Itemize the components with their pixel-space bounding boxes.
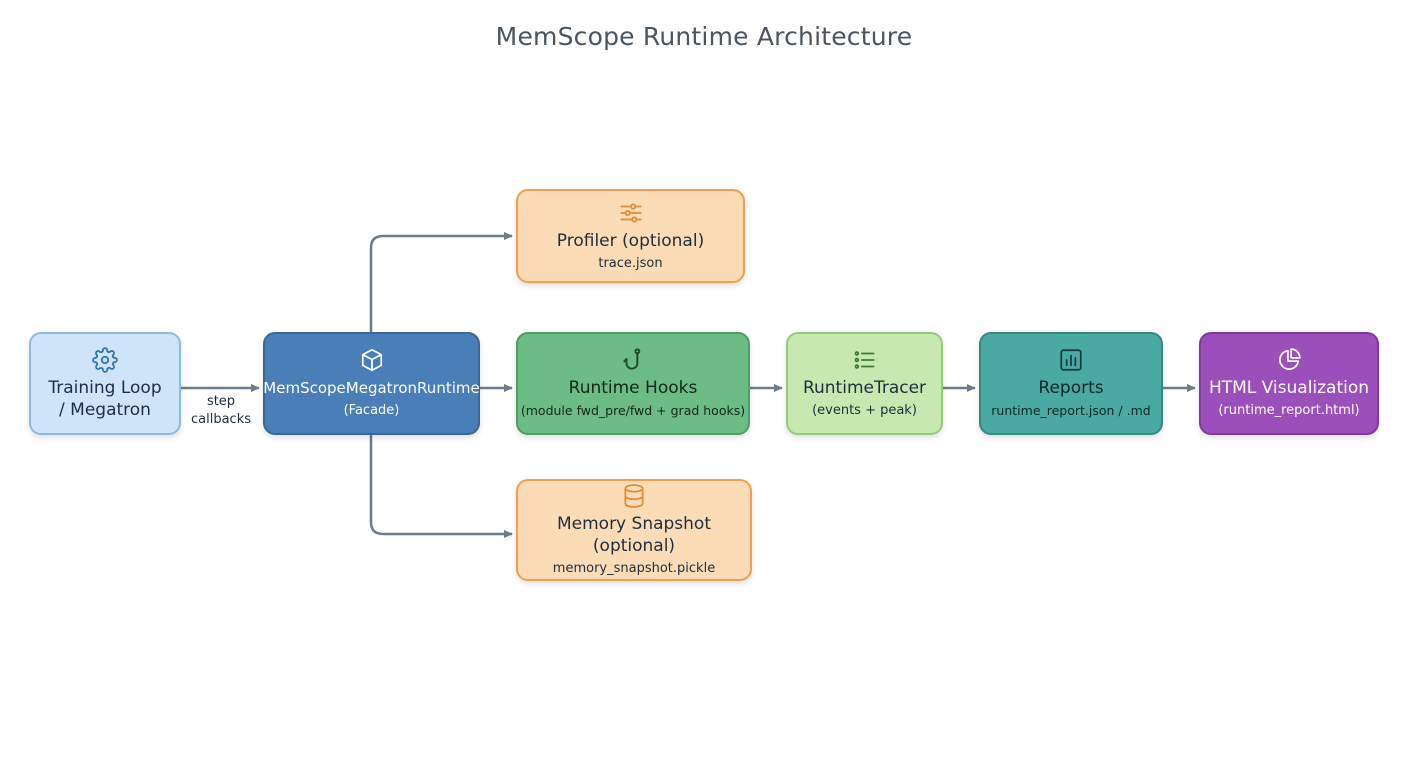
node-html-sub: (runtime_report.html) — [1218, 403, 1360, 418]
sliders-icon — [619, 202, 642, 223]
node-html-visualization: HTML Visualization (runtime_report.html) — [1199, 332, 1379, 435]
node-reports-sub: runtime_report.json / .md — [991, 403, 1151, 418]
hook-icon — [623, 348, 641, 370]
node-html-label: HTML Visualization — [1208, 378, 1370, 398]
node-tracer-label: RuntimeTracer — [802, 378, 927, 398]
node-facade: MemScopeMegatronRuntime (Facade) — [263, 332, 480, 435]
edge-label-line2: callbacks — [190, 412, 251, 427]
edge-label-step-callbacks: step callbacks — [185, 393, 257, 429]
node-facade-sub: (Facade) — [343, 403, 400, 418]
node-tracer-sub: (events + peak) — [812, 403, 917, 418]
node-profiler-label: Profiler (optional) — [556, 230, 705, 251]
node-snapshot-label: Memory Snapshot (optional) — [556, 513, 711, 556]
node-hooks-sub: (module fwd_pre/fwd + grad hooks) — [520, 403, 746, 418]
node-reports: Reports runtime_report.json / .md — [979, 332, 1163, 435]
pie-chart-icon — [1279, 348, 1301, 370]
arrow-facade-to-profiler — [369, 232, 513, 332]
node-profiler: Profiler (optional) trace.json — [516, 189, 745, 283]
node-snapshot-sub: memory_snapshot.pickle — [552, 560, 716, 576]
node-training-label: Training Loop / Megatron — [48, 377, 162, 420]
list-icon — [854, 351, 875, 369]
diagram-title: MemScope Runtime Architecture — [495, 22, 913, 51]
node-profiler-sub: trace.json — [598, 255, 663, 271]
gear-icon — [92, 346, 118, 373]
cube-icon — [361, 348, 382, 372]
node-training-loop: Training Loop / Megatron — [29, 332, 181, 435]
arrow-facade-to-snapshot — [369, 435, 513, 538]
node-hooks-label: Runtime Hooks — [568, 378, 698, 398]
node-runtime-hooks: Runtime Hooks (module fwd_pre/fwd + grad… — [516, 332, 750, 435]
node-facade-label: MemScopeMegatronRuntime — [263, 379, 480, 397]
node-reports-label: Reports — [1038, 378, 1104, 398]
bar-chart-icon — [1060, 349, 1082, 371]
node-runtime-tracer: RuntimeTracer (events + peak) — [786, 332, 943, 435]
node-memory-snapshot: Memory Snapshot (optional) memory_snapsh… — [516, 479, 752, 581]
database-icon — [624, 483, 644, 508]
edge-label-line1: step — [206, 394, 236, 409]
